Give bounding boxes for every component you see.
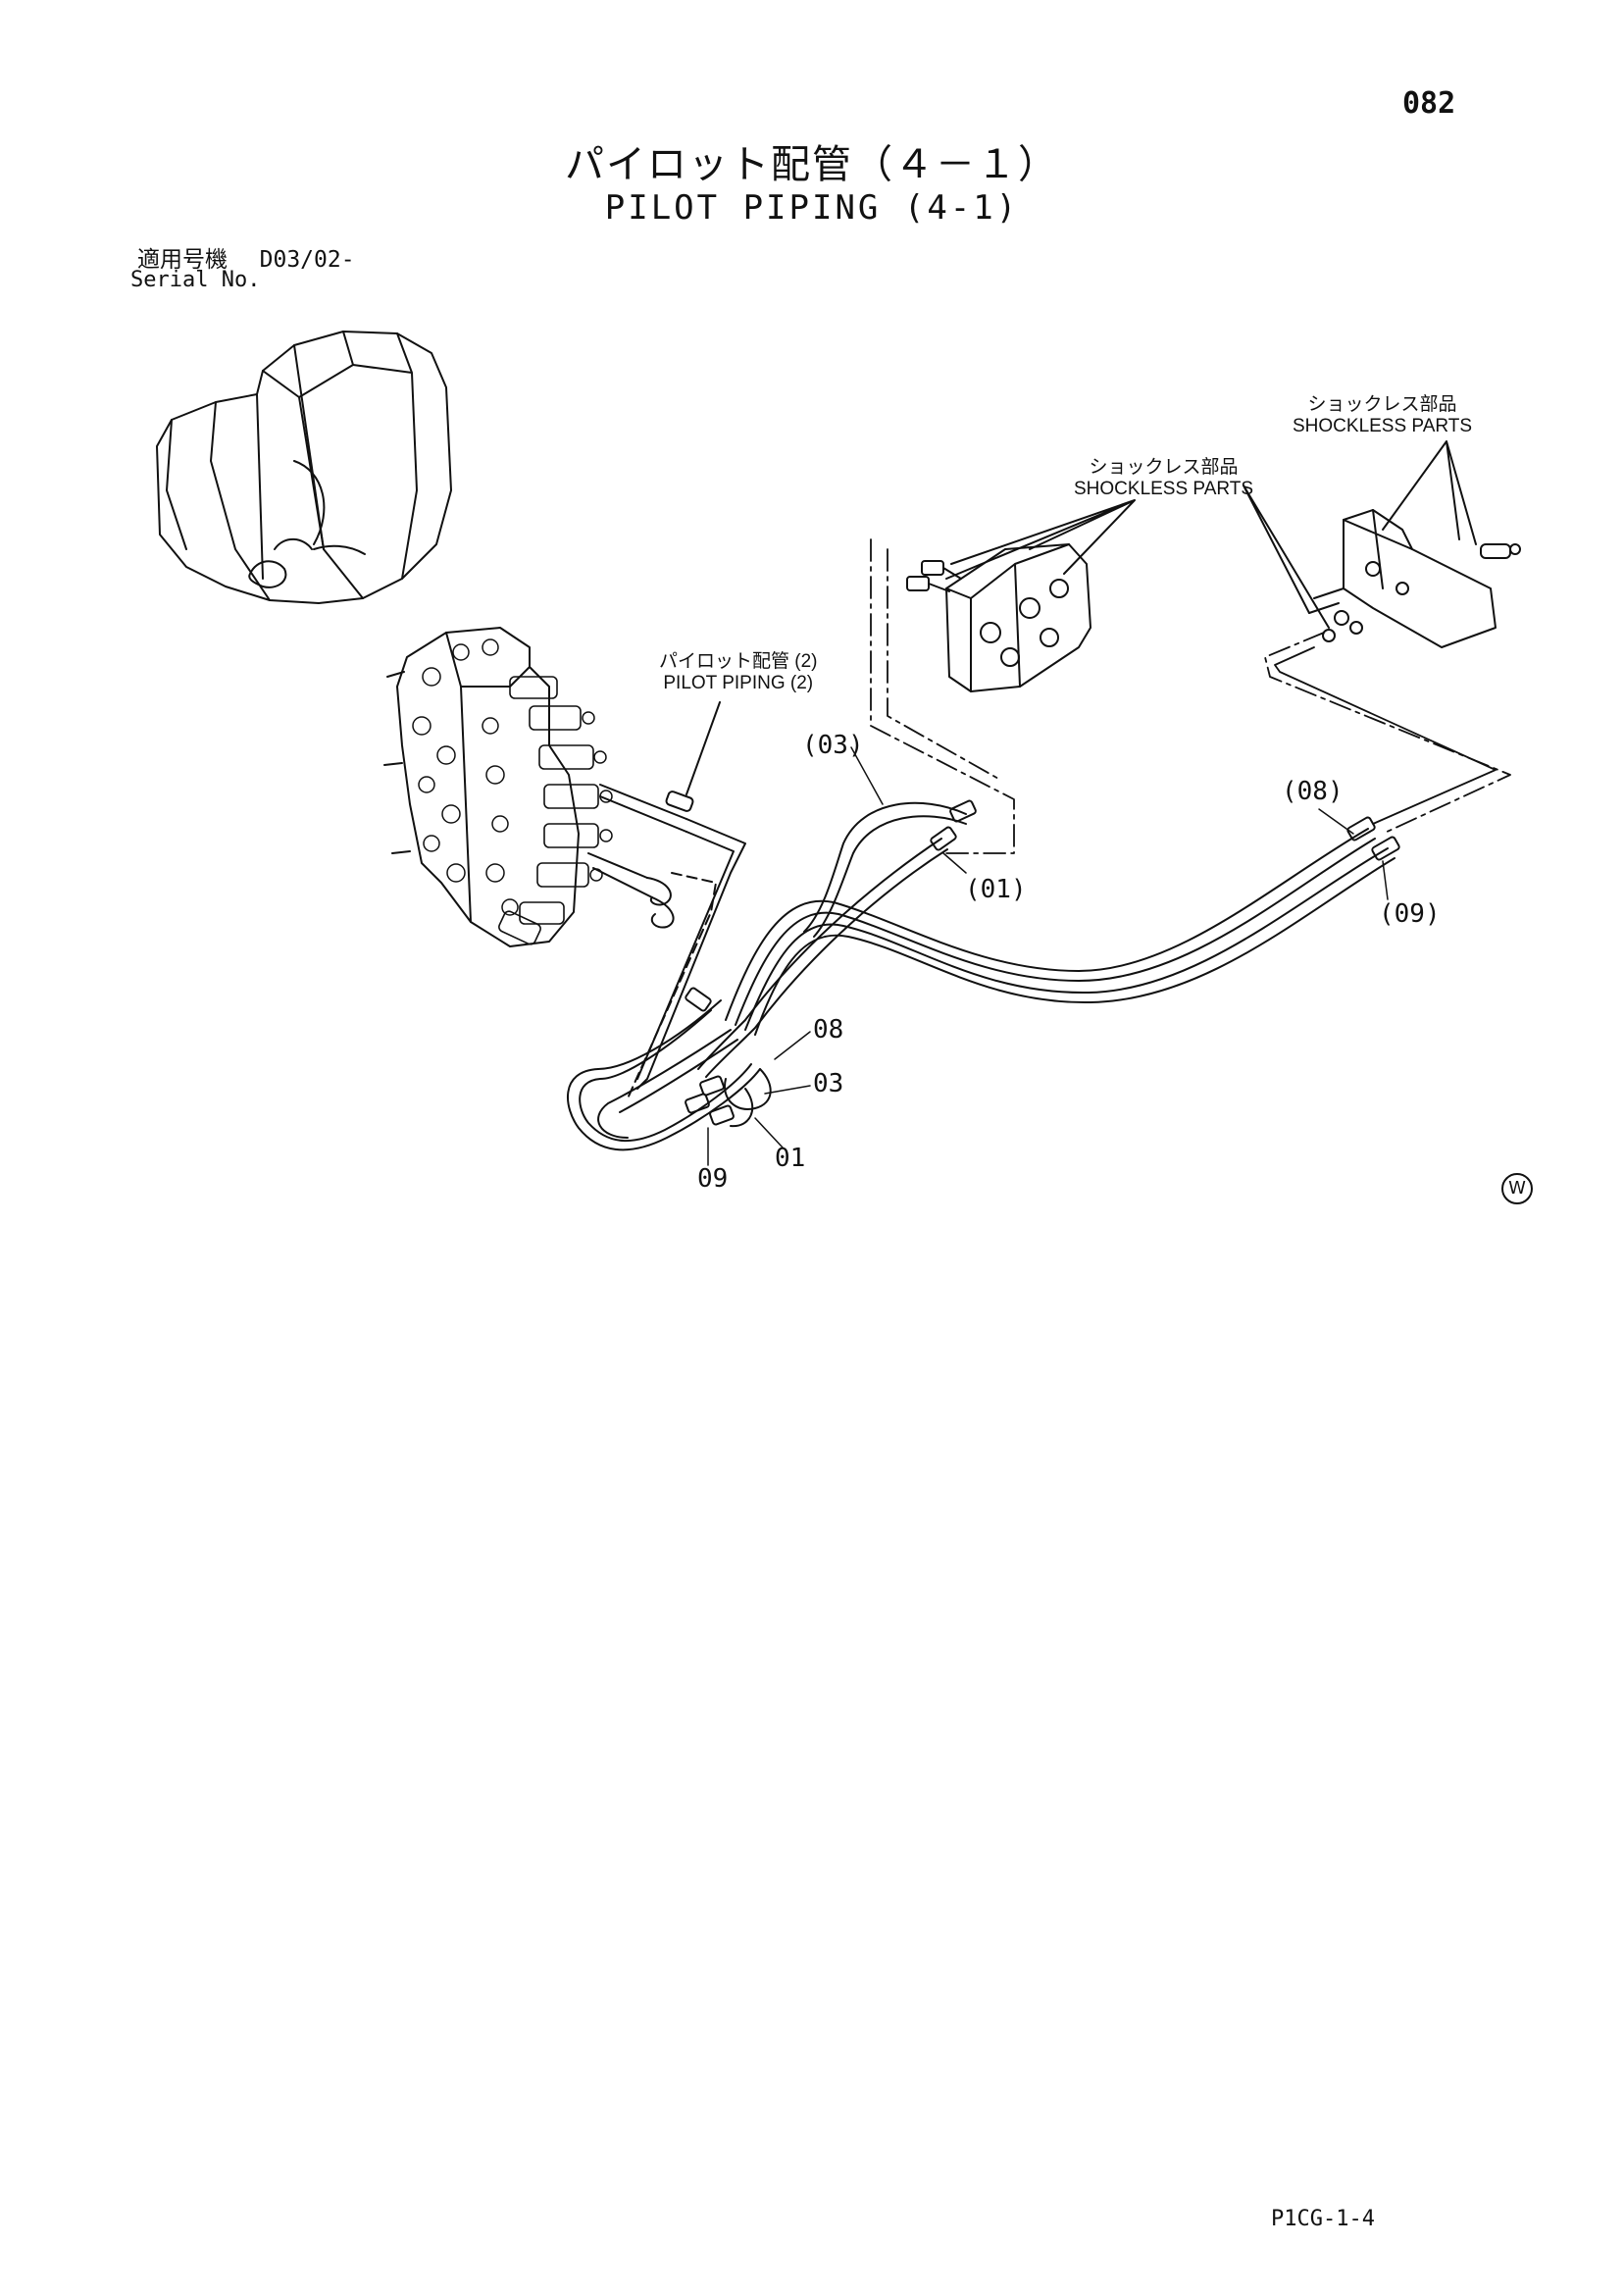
page-number: 082 xyxy=(1402,86,1456,121)
part-label-09-lower: 09 xyxy=(697,1164,729,1194)
hose-loop xyxy=(567,987,772,1151)
part-label-03-lower: 03 xyxy=(813,1069,844,1098)
callout-pilot-piping-2-jp: パイロット配管 (2) xyxy=(659,651,818,672)
callout-shockless-right: ショックレス部品 SHOCKLESS PARTS xyxy=(1293,394,1472,437)
callout-pilot-piping-2-en: PILOT PIPING (2) xyxy=(663,673,814,693)
callout-pilot-piping-2: パイロット配管 (2) PILOT PIPING (2) xyxy=(659,651,818,694)
right-pipe-route xyxy=(1264,632,1511,835)
title-japanese: パイロット配管（４－１） xyxy=(565,142,1059,187)
callout-shockless-center-en: SHOCKLESS PARTS xyxy=(1074,479,1254,499)
serial-label-en: Serial No. xyxy=(130,268,261,292)
shockless-block-center xyxy=(906,499,1136,692)
callout-shockless-right-jp: ショックレス部品 xyxy=(1307,394,1457,415)
control-valve-illustration xyxy=(383,627,613,947)
callout-shockless-center: ショックレス部品 SHOCKLESS PARTS xyxy=(1074,457,1253,500)
part-label-03-upper: (03) xyxy=(802,731,864,760)
serial-row: 適用号機 D03/02- xyxy=(137,240,355,274)
part-label-01-upper: (01) xyxy=(965,875,1027,904)
serial-label-jp: 適用号機 xyxy=(137,247,228,273)
leader-lines xyxy=(707,746,1389,1166)
center-block-outline xyxy=(870,538,1015,854)
callout-shockless-center-jp: ショックレス部品 xyxy=(1089,457,1239,478)
title-english: PILOT PIPING (4-1) xyxy=(604,188,1020,228)
part-label-08-lower: 08 xyxy=(813,1015,844,1045)
pilot-piping-2-detail xyxy=(587,701,746,1099)
w-circle-mark: W xyxy=(1501,1173,1533,1204)
footer-code: P1CG-1-4 xyxy=(1271,2207,1375,2231)
pilot-hoses xyxy=(697,799,1400,1078)
callout-shockless-right-en: SHOCKLESS PARTS xyxy=(1293,416,1473,436)
part-label-01-lower: 01 xyxy=(775,1144,806,1173)
serial-value: D03/02- xyxy=(259,247,355,273)
shockless-bracket-right xyxy=(1243,440,1521,648)
part-label-09-upper: (09) xyxy=(1379,899,1441,929)
part-label-08-upper: (08) xyxy=(1282,777,1344,806)
machine-overview-illustration xyxy=(156,331,452,604)
